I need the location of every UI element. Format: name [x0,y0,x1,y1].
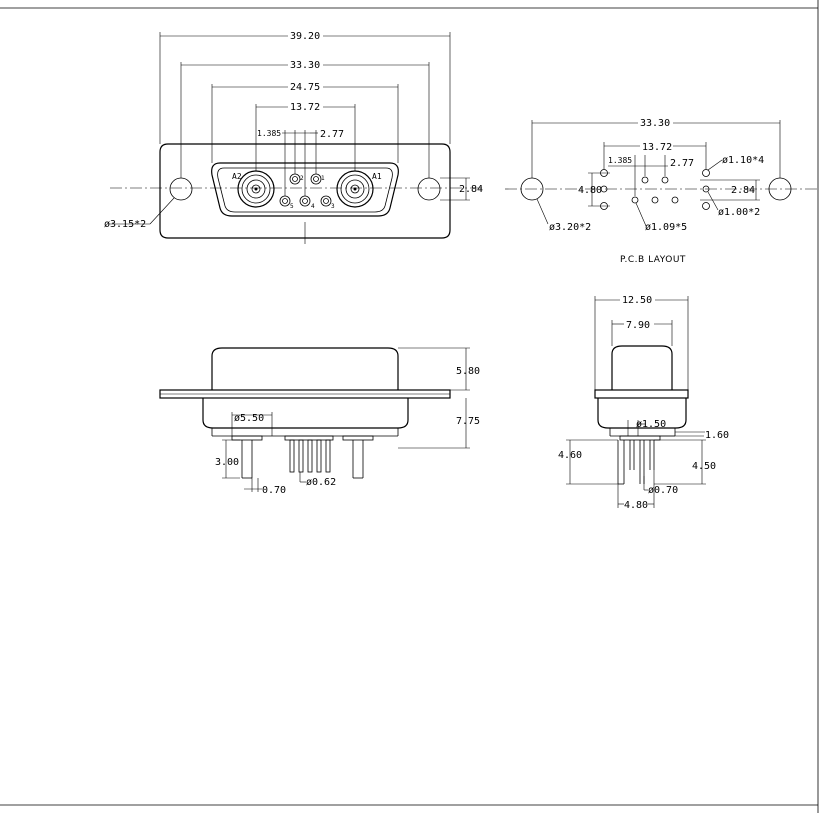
dim-24-75: 24.75 [211,82,399,163]
svg-text:ø3.20*2: ø3.20*2 [549,222,591,233]
svg-text:ø1.09*5: ø1.09*5 [645,222,687,233]
svg-text:1.385: 1.385 [608,156,632,165]
side-dim-7-75: 7.75 [398,398,480,449]
side-bottom-body [202,398,409,429]
svg-text:7.75: 7.75 [456,416,480,427]
svg-text:ø1.10*4: ø1.10*4 [722,155,764,166]
side-coax-base-left [231,435,263,441]
end-view: 12.50 7.90 ø1.50 1.60 4.60 [558,295,729,511]
svg-text:4.80: 4.80 [578,185,602,196]
svg-text:ø0.70: ø0.70 [648,485,678,496]
side-dim-coax-dia: ø5.50 [231,412,273,436]
svg-text:4.50: 4.50 [692,461,716,472]
svg-text:33.30: 33.30 [640,118,670,129]
pin-label-1: 1 [321,175,325,182]
dim-39-20: 39.20 [159,31,451,144]
end-dim-4-60: 4.60 [558,439,618,485]
pcb-layout-title: P.C.B LAYOUT [620,255,686,265]
pcb-dim-4-80: 4.80 [578,172,610,207]
pcb-pin-holes [600,185,710,193]
pcb-dim-pin-hole-dia: ø1.00*2 [707,191,760,218]
end-dim-7-90: 7.90 [611,320,673,346]
svg-text:39.20: 39.20 [290,31,320,42]
svg-text:ø3.15*2: ø3.15*2 [104,219,146,230]
svg-text:ø1.00*2: ø1.00*2 [718,207,760,218]
pin-label-4: 4 [311,203,315,210]
end-dim-4-80: 4.80 [617,470,655,511]
coax-contact-a1 [336,170,374,208]
pcb-coax-holes [600,169,710,210]
end-dim-12-50: 12.50 [594,295,689,390]
end-dim-insulator-dia: ø1.50 [627,419,666,436]
svg-text:1.385: 1.385 [257,129,281,138]
front-shell-inner [217,167,393,213]
pcb-dim-coax-hole-dia: ø1.10*4 [707,155,764,171]
pcb-layout-view: 33.30 13.72 1.385 2.77 4.80 [505,118,818,265]
side-dim-0-70: 0.70 [244,478,286,496]
side-view: 5.80 7.75 ø5.50 3.00 0.70 [159,347,480,496]
mount-hole-right [417,177,441,201]
side-dim-5-80: 5.80 [398,347,480,391]
pin-label-5: 5 [290,203,294,210]
pcb-dim-2-84: 2.84 [700,179,760,201]
svg-text:33.30: 33.30 [290,60,320,71]
front-flange [159,143,451,239]
end-flange [594,389,689,399]
side-top-shell [211,347,399,390]
dim-13-72: 13.72 [255,102,356,171]
end-dim-4-50: 4.50 [654,439,716,485]
pcb-dim-mount-hole-dia: ø3.20*2 [536,198,591,233]
front-shell [211,162,399,217]
label-a2: A2 [232,172,242,181]
pin-label-3: 3 [331,203,335,210]
svg-text:4.60: 4.60 [558,450,582,461]
svg-text:ø1.50: ø1.50 [636,419,666,430]
svg-text:ø0.62: ø0.62 [306,477,336,488]
svg-text:4.80: 4.80 [624,500,648,511]
svg-text:7.90: 7.90 [626,320,650,331]
dim-mount-hole-dia: ø3.15*2 [104,197,175,230]
svg-text:0.70: 0.70 [262,485,286,496]
side-signal-pins [284,435,334,473]
side-dim-3-00: 3.00 [215,439,240,479]
end-dim-1-60: 1.60 [660,430,729,441]
pcb-dim-33-30: 33.30 [531,118,781,178]
svg-text:2.77: 2.77 [670,158,694,169]
end-dim-pin-dia: ø0.70 [643,476,678,496]
svg-text:3.00: 3.00 [215,457,239,468]
coax-contact-a2 [237,170,275,208]
svg-text:1.60: 1.60 [705,430,729,441]
svg-text:5.80: 5.80 [456,366,480,377]
pcb-dim-signal-hole-dia: ø1.09*5 [635,202,687,233]
pin-label-2: 2 [300,175,304,182]
svg-text:2.77: 2.77 [320,129,344,140]
svg-text:ø5.50: ø5.50 [234,413,264,424]
svg-text:12.50: 12.50 [622,295,652,306]
svg-text:2.84: 2.84 [459,184,483,195]
dim-2-84: 2.84 [440,177,483,201]
dim-1-385-2-77: 1.385 2.77 [257,129,344,196]
svg-text:13.72: 13.72 [642,142,672,153]
pcb-dim-1-385-2-77: 1.385 2.77 [608,155,694,196]
dim-33-30: 33.30 [180,60,430,178]
svg-text:24.75: 24.75 [290,82,320,93]
side-dim-pin-dia: ø0.62 [299,472,336,488]
pcb-signal-holes [631,176,679,204]
end-top-shell [611,345,673,390]
mount-hole-left [169,177,193,201]
front-view: A2 A1 1 2 3 4 5 39.20 33.30 24.75 [104,31,485,244]
svg-text:2.84: 2.84 [731,185,755,196]
side-coax-base-right [342,435,374,441]
end-bottom-body [597,398,687,429]
pcb-dim-13-72: 13.72 [603,142,707,169]
label-a1: A1 [372,172,382,181]
svg-text:13.72: 13.72 [290,102,320,113]
